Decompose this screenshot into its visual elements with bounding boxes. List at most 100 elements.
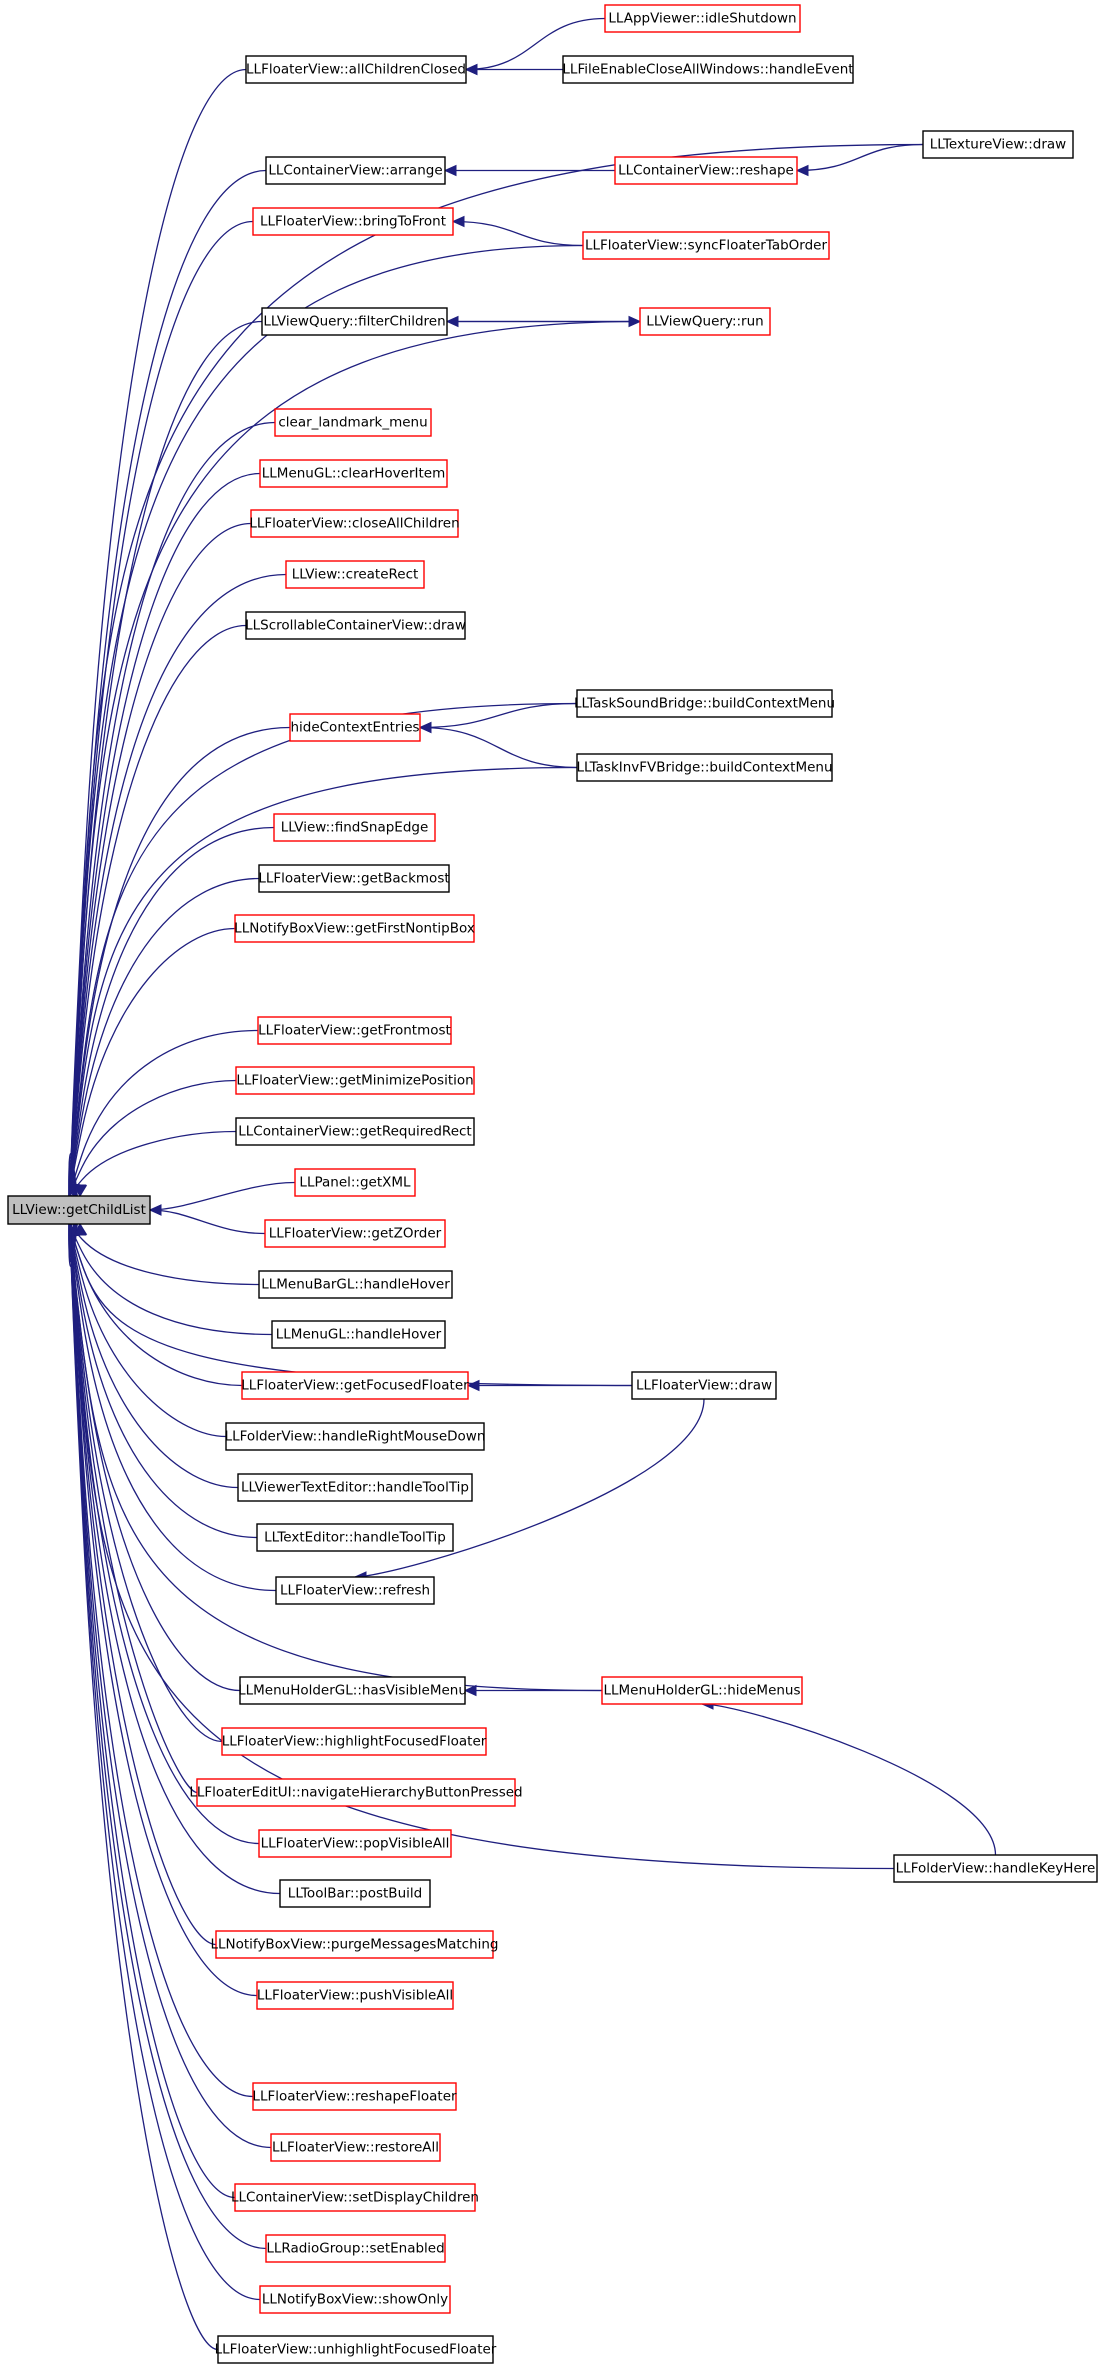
graph-node[interactable]: LLFloaterView::pushVisibleAll	[256, 1981, 454, 2010]
graph-node[interactable]: LLFloaterView::highlightFocusedFloater	[221, 1727, 487, 1756]
node-box[interactable]	[258, 864, 450, 893]
graph-node[interactable]: LLContainerView::arrange	[265, 156, 446, 185]
node-box[interactable]	[601, 1676, 803, 1705]
node-box[interactable]	[245, 611, 466, 640]
node-box[interactable]	[252, 207, 454, 236]
graph-node[interactable]: LLFloaterView::reshapeFloater	[252, 2082, 457, 2111]
node-box[interactable]	[241, 1371, 469, 1400]
root-node[interactable]: LLView::getChildList	[7, 1195, 151, 1225]
graph-node[interactable]: LLScrollableContainerView::draw	[245, 611, 466, 640]
graph-node[interactable]: LLFloaterView::popVisibleAll	[258, 1829, 452, 1858]
node-box[interactable]	[257, 1016, 452, 1045]
node-box[interactable]	[196, 1778, 516, 1807]
graph-node[interactable]: LLTaskInvFVBridge::buildContextMenu	[576, 753, 833, 782]
graph-node[interactable]: LLFloaterView::getFrontmost	[257, 1016, 452, 1045]
graph-node[interactable]: LLTextureView::draw	[922, 130, 1074, 159]
graph-node[interactable]: LLFileEnableCloseAllWindows::handleEvent	[562, 55, 854, 84]
node-box[interactable]	[273, 813, 436, 842]
node-box[interactable]	[270, 2133, 441, 2162]
node-box[interactable]	[631, 1371, 777, 1400]
node-box[interactable]	[582, 231, 830, 260]
graph-node[interactable]: LLFloaterView::getBackmost	[258, 864, 450, 893]
graph-node[interactable]: LLMenuBarGL::handleHover	[258, 1270, 453, 1299]
graph-node[interactable]: LLRadioGroup::setEnabled	[265, 2234, 446, 2263]
graph-node[interactable]: LLFloaterEditUI::navigateHierarchyButton…	[189, 1778, 523, 1807]
node-box[interactable]	[221, 1727, 487, 1756]
graph-node[interactable]: LLFolderView::handleRightMouseDown	[225, 1422, 486, 1451]
graph-node[interactable]: LLAppViewer::idleShutdown	[604, 4, 801, 33]
graph-node[interactable]: LLMenuHolderGL::hideMenus	[601, 1676, 803, 1705]
node-box[interactable]	[576, 753, 833, 782]
graph-node[interactable]: LLFloaterView::getZOrder	[264, 1219, 446, 1248]
node-box[interactable]	[285, 560, 425, 589]
node-box[interactable]	[256, 1523, 454, 1552]
graph-node[interactable]: LLFloaterView::getFocusedFloater	[241, 1371, 469, 1400]
node-box[interactable]	[252, 2082, 457, 2111]
node-box[interactable]	[245, 55, 467, 84]
graph-node[interactable]: LLNotifyBoxView::showOnly	[259, 2285, 451, 2314]
node-box[interactable]	[235, 1117, 475, 1146]
graph-node[interactable]: LLContainerView::setDisplayChildren	[231, 2183, 479, 2212]
graph-node[interactable]: LLFloaterView::draw	[631, 1371, 777, 1400]
root-node-box[interactable]	[7, 1195, 151, 1225]
node-box[interactable]	[237, 1473, 473, 1502]
node-box[interactable]	[274, 408, 432, 437]
node-box[interactable]	[576, 689, 833, 718]
node-box[interactable]	[259, 2285, 451, 2314]
graph-node[interactable]: LLView::createRect	[285, 560, 425, 589]
node-box[interactable]	[275, 1576, 435, 1605]
graph-node[interactable]: LLFloaterView::bringToFront	[252, 207, 454, 236]
graph-node[interactable]: LLViewerTextEditor::handleToolTip	[237, 1473, 473, 1502]
graph-node[interactable]: LLToolBar::postBuild	[279, 1879, 431, 1908]
graph-node[interactable]: LLContainerView::getRequiredRect	[235, 1117, 475, 1146]
node-box[interactable]	[604, 4, 801, 33]
graph-node[interactable]: LLMenuGL::clearHoverItem	[259, 459, 448, 488]
node-box[interactable]	[258, 1829, 452, 1858]
node-box[interactable]	[259, 459, 448, 488]
graph-node[interactable]: LLFloaterView::closeAllChildren	[249, 509, 460, 538]
graph-node[interactable]: LLFloaterView::syncFloaterTabOrder	[582, 231, 830, 260]
graph-node[interactable]: LLView::findSnapEdge	[273, 813, 436, 842]
node-box[interactable]	[279, 1879, 431, 1908]
graph-node[interactable]: LLFolderView::handleKeyHere	[893, 1854, 1098, 1883]
node-box[interactable]	[264, 1219, 446, 1248]
graph-node[interactable]: LLViewQuery::filterChildren	[261, 307, 448, 336]
node-box[interactable]	[225, 1422, 485, 1451]
node-box[interactable]	[234, 2183, 476, 2212]
node-box[interactable]	[235, 1066, 475, 1095]
node-box[interactable]	[258, 1270, 453, 1299]
graph-node[interactable]: clear_landmark_menu	[274, 408, 432, 437]
graph-node[interactable]: LLNotifyBoxView::getFirstNontipBox	[234, 914, 475, 943]
graph-node[interactable]: hideContextEntries	[289, 713, 421, 742]
node-box[interactable]	[217, 2335, 494, 2364]
graph-node[interactable]: LLMenuHolderGL::hasVisibleMenu	[238, 1676, 467, 1705]
node-box[interactable]	[215, 1930, 494, 1959]
node-box[interactable]	[265, 2234, 446, 2263]
node-box[interactable]	[239, 1676, 466, 1705]
node-box[interactable]	[639, 307, 771, 336]
node-box[interactable]	[893, 1854, 1098, 1883]
graph-node[interactable]: LLMenuGL::handleHover	[271, 1320, 446, 1349]
node-box[interactable]	[256, 1981, 454, 2010]
graph-node[interactable]: LLFloaterView::restoreAll	[270, 2133, 441, 2162]
node-box[interactable]	[614, 156, 798, 185]
graph-node[interactable]: LLTaskSoundBridge::buildContextMenu	[574, 689, 835, 718]
node-box[interactable]	[289, 713, 421, 742]
node-box[interactable]	[562, 55, 854, 84]
graph-node[interactable]: LLContainerView::reshape	[614, 156, 798, 185]
node-box[interactable]	[265, 156, 446, 185]
node-box[interactable]	[234, 914, 475, 943]
node-box[interactable]	[271, 1320, 446, 1349]
graph-node[interactable]: LLFloaterView::allChildrenClosed	[245, 55, 467, 84]
graph-node[interactable]: LLFloaterView::getMinimizePosition	[235, 1066, 475, 1095]
node-box[interactable]	[250, 509, 459, 538]
graph-node[interactable]: LLNotifyBoxView::purgeMessagesMatching	[210, 1930, 499, 1959]
graph-node[interactable]: LLFloaterView::refresh	[275, 1576, 435, 1605]
graph-node[interactable]: LLPanel::getXML	[294, 1168, 416, 1197]
node-box[interactable]	[261, 307, 448, 336]
graph-node[interactable]: LLViewQuery::run	[639, 307, 771, 336]
graph-node[interactable]: LLFloaterView::unhighlightFocusedFloater	[215, 2335, 497, 2364]
node-box[interactable]	[294, 1168, 416, 1197]
node-box[interactable]	[922, 130, 1074, 159]
graph-node[interactable]: LLTextEditor::handleToolTip	[256, 1523, 454, 1552]
